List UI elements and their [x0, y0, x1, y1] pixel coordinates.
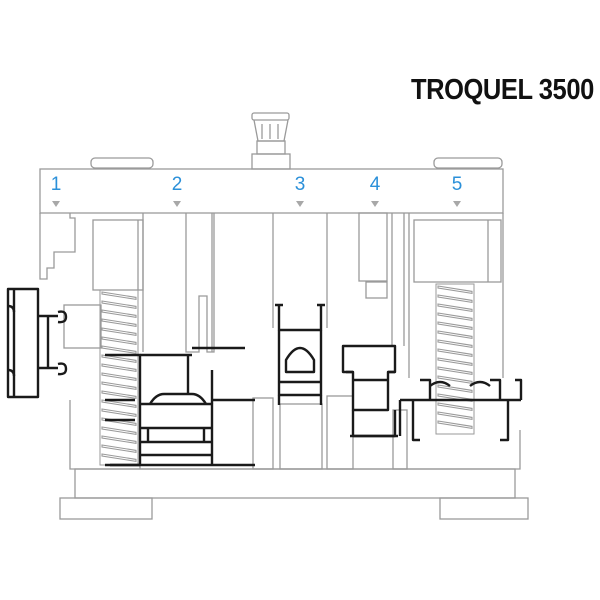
spring-coil — [101, 327, 137, 337]
station-marker-4 — [371, 201, 379, 207]
spring-coil — [437, 402, 473, 412]
spring-coil — [101, 408, 137, 418]
station-markers — [52, 201, 461, 207]
spring-coil — [101, 435, 137, 445]
station-label-1: 1 — [50, 174, 62, 195]
station-label-5: 5 — [451, 174, 463, 195]
station-marker-5 — [453, 201, 461, 207]
station-label-3: 3 — [294, 174, 306, 195]
spring-station-5 — [435, 283, 475, 435]
spring-station-2 — [99, 289, 139, 466]
profile-station-3 — [275, 303, 325, 405]
station-marker-3 — [296, 201, 304, 207]
die-title: TROQUEL 3500 — [411, 74, 594, 106]
spring-coil — [437, 348, 473, 358]
aluminum-profiles — [6, 287, 523, 467]
spring-coil — [437, 312, 473, 322]
spring-coil — [437, 411, 473, 421]
spring-coil — [101, 363, 137, 373]
spring-coil — [437, 366, 473, 376]
station-marker-2 — [173, 201, 181, 207]
spring-coil — [101, 399, 137, 409]
profile-station-5 — [398, 378, 523, 442]
spring-coil — [437, 321, 473, 331]
spring-coil — [437, 294, 473, 304]
station-label-2: 2 — [171, 174, 183, 195]
spring-coil — [437, 285, 473, 295]
spring-coil — [101, 345, 137, 355]
spring-coil — [437, 384, 473, 394]
spring-coil — [101, 390, 137, 400]
spring-coil — [101, 336, 137, 346]
spring-coil — [101, 300, 137, 310]
spring-coil — [437, 330, 473, 340]
spring-coil — [101, 444, 137, 454]
die-body-outline — [39, 112, 529, 520]
spring-coil — [101, 309, 137, 319]
spring-coil — [101, 417, 137, 427]
spring-coil — [437, 393, 473, 403]
spring-coil — [101, 426, 137, 436]
spring-coil — [101, 291, 137, 301]
profile-station-1 — [6, 287, 68, 399]
spring-coil — [101, 318, 137, 328]
spring-coil — [101, 372, 137, 382]
station-marker-1 — [52, 201, 60, 207]
spring-coil — [437, 303, 473, 313]
spring-coil — [437, 339, 473, 349]
spring-coil — [101, 354, 137, 364]
spring-coil — [437, 420, 473, 430]
profile-station-4 — [341, 344, 398, 438]
spring-coil — [437, 357, 473, 367]
profile-station-2 — [105, 346, 255, 467]
spring-coil — [101, 453, 137, 463]
station-label-4: 4 — [369, 174, 381, 195]
spring-coil — [101, 381, 137, 391]
